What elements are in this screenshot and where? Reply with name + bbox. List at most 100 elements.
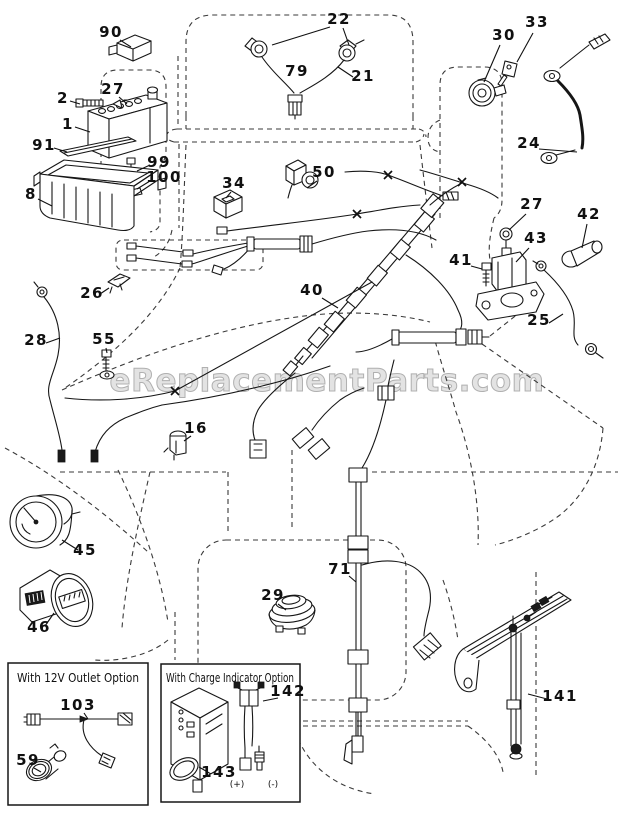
part-label-30: 30 — [492, 26, 516, 44]
part-label-59: 59 — [16, 751, 40, 769]
bolt-55 — [99, 349, 115, 380]
headlight-harness — [244, 37, 365, 120]
leader-line-25 — [548, 313, 564, 324]
part-label-55: 55 — [92, 330, 116, 348]
part-label-8: 8 — [25, 185, 37, 203]
part-label-22: 22 — [327, 10, 351, 28]
negative-terminal-label: (-) — [268, 780, 278, 790]
part-label-143: 143 — [201, 763, 237, 781]
option-box-charge-indicator: With Charge Indicator Option — [160, 663, 301, 803]
part-label-27: 27 — [101, 80, 125, 98]
leader-line-27 — [508, 213, 527, 231]
leader-line-43 — [515, 247, 530, 263]
part-label-90: 90 — [99, 23, 123, 41]
leader-line-22 — [271, 26, 331, 46]
battery-bolt-2 — [75, 98, 104, 108]
leader-line-46 — [44, 612, 55, 627]
leader-line-40 — [321, 297, 339, 309]
leader-line-91 — [53, 147, 68, 153]
terminal-cover-90 — [108, 34, 152, 62]
leader-line-71 — [348, 575, 357, 583]
leader-line-55 — [105, 347, 108, 354]
boot-42 — [561, 240, 603, 268]
switch-34 — [213, 189, 243, 219]
charge-option-title: With Charge Indicator Option — [166, 671, 294, 685]
part-label-43: 43 — [524, 229, 548, 247]
battery-cable-24 — [540, 33, 611, 165]
part-label-41: 41 — [449, 251, 473, 269]
part-label-24: 24 — [517, 134, 541, 152]
leader-line-21 — [337, 66, 354, 78]
outlet-harness-103 — [23, 712, 133, 769]
leader-line-59 — [33, 767, 42, 773]
wire-junction-x-mark — [383, 170, 393, 180]
leader-line-27 — [118, 96, 128, 105]
solenoid-group — [475, 227, 545, 321]
part-label-142: 142 — [270, 682, 306, 700]
part-label-33: 33 — [525, 13, 549, 31]
battery-strap-91 — [59, 136, 137, 157]
charge-indicator-143 — [169, 687, 229, 793]
leader-line-99 — [136, 164, 151, 172]
part-label-2: 2 — [57, 89, 69, 107]
ground-cable-28 — [33, 281, 331, 463]
cable-71 — [343, 467, 442, 765]
part-label-21: 21 — [351, 67, 375, 85]
part-label-40: 40 — [300, 281, 324, 299]
leader-line-100 — [136, 180, 151, 190]
leader-line-50 — [306, 180, 318, 189]
part-label-46: 46 — [27, 618, 51, 636]
bracket-141 — [454, 591, 572, 760]
part-label-34: 34 — [222, 174, 246, 192]
part-label-141: 141 — [542, 687, 578, 705]
wire-junction-x-mark — [457, 177, 467, 187]
part-label-45: 45 — [73, 541, 97, 559]
watermark-text: eReplacementParts.com — [110, 363, 545, 399]
ground-cable-25 — [532, 260, 604, 359]
leader-line-16 — [183, 435, 192, 442]
part-label-79: 79 — [285, 62, 309, 80]
leader-line-33 — [516, 32, 534, 63]
leader-line-143 — [198, 766, 212, 775]
leader-line-30 — [483, 44, 501, 83]
part-label-71: 71 — [328, 560, 352, 578]
part-50 — [285, 159, 319, 199]
part-label-42: 42 — [577, 205, 601, 223]
leader-line-42 — [581, 223, 588, 249]
key-33 — [497, 60, 518, 87]
leader-line-90 — [119, 39, 132, 48]
positive-terminal-label: (+) — [230, 780, 245, 790]
cap-29 — [268, 594, 316, 635]
charge-wire-142: (+) (-) — [230, 681, 278, 790]
leader-line-26 — [99, 287, 110, 295]
battery-box-8 — [33, 159, 167, 232]
leader-line-29 — [277, 603, 287, 611]
leader-line-142 — [262, 697, 279, 702]
part-label-100: 100 — [146, 168, 182, 186]
option-box-12v-outlet: With 12V Outlet Option — [7, 662, 149, 806]
leader-line-1 — [74, 126, 91, 133]
leader-line-141 — [527, 693, 548, 700]
main-harness-40 — [64, 182, 490, 469]
leader-line-34 — [225, 191, 232, 199]
part-label-103: 103 — [60, 696, 96, 714]
part-label-16: 16 — [184, 419, 208, 437]
wire-junction-marks — [170, 170, 467, 396]
outlet-socket-59 — [25, 743, 67, 782]
outlet-option-title: With 12V Outlet Option — [17, 671, 139, 685]
hour-meter-46 — [19, 569, 94, 627]
leader-line-24 — [538, 148, 578, 153]
leader-line-41 — [470, 265, 483, 270]
part-label-99: 99 — [147, 153, 171, 171]
part-label-25: 25 — [527, 311, 551, 329]
fuse-holder-wires — [126, 169, 499, 276]
part-label-26: 26 — [80, 284, 104, 302]
part-label-91: 91 — [32, 136, 56, 154]
dashed-outlines — [4, 14, 618, 795]
leader-line-103 — [83, 712, 89, 720]
leader-line-2 — [69, 100, 81, 105]
seat-switch-16 — [163, 430, 187, 461]
ignition-switch-30 — [468, 77, 507, 107]
part-label-28: 28 — [24, 331, 48, 349]
part-label-1: 1 — [62, 115, 74, 133]
